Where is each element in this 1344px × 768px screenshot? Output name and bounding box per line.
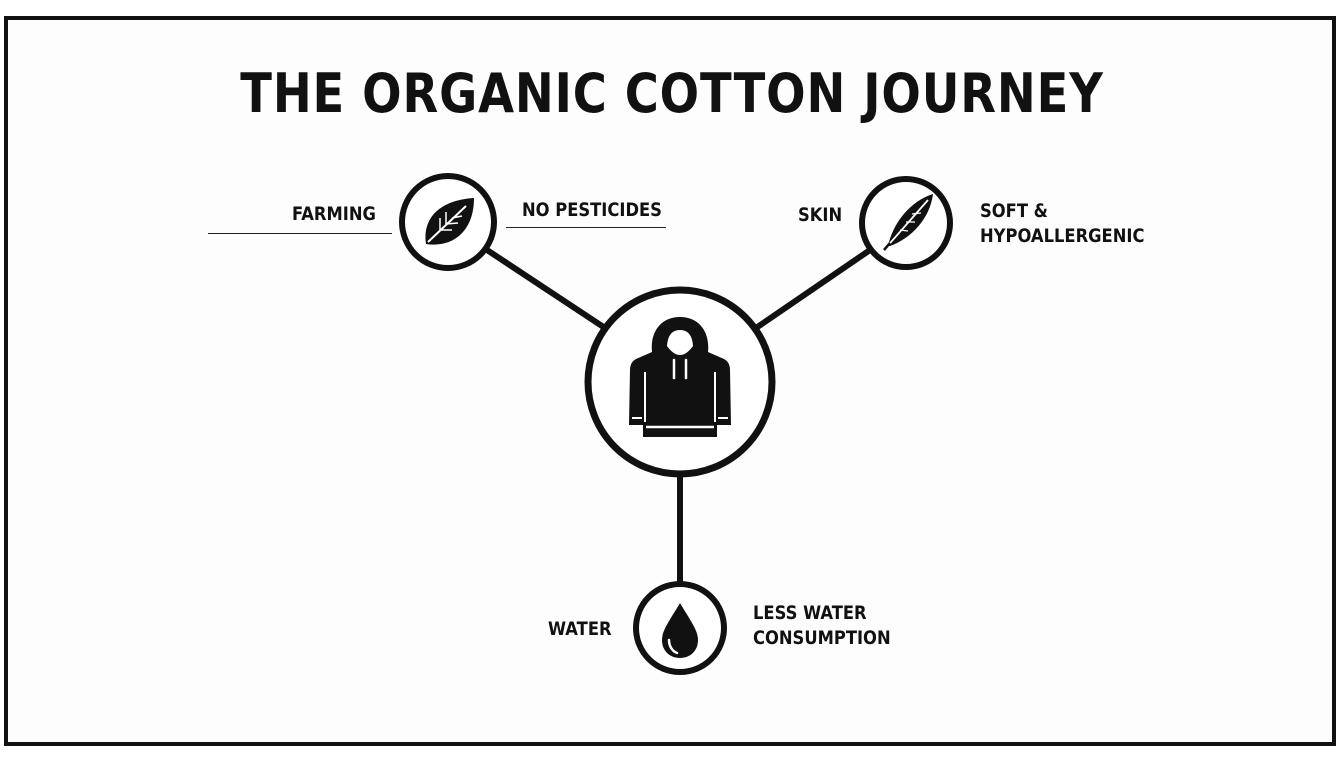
farming-underline bbox=[208, 233, 392, 234]
water-drop-icon bbox=[662, 603, 698, 658]
node-farming bbox=[399, 173, 497, 271]
water-detail-line-2: CONSUMPTION bbox=[753, 627, 891, 649]
connector-farming bbox=[482, 245, 607, 331]
page-title: THE ORGANIC COTTON JOURNEY bbox=[240, 62, 1104, 125]
farming-detail-underline bbox=[506, 227, 666, 228]
hoodie-icon bbox=[629, 317, 731, 437]
skin-label: SKIN bbox=[798, 204, 843, 226]
feather-icon bbox=[883, 194, 933, 251]
skin-detail-line-1: SOFT & bbox=[980, 200, 1048, 222]
node-water bbox=[633, 581, 727, 675]
farming-detail: NO PESTICIDES bbox=[522, 199, 662, 221]
skin-detail-line-2: HYPOALLERGENIC bbox=[980, 225, 1145, 247]
connector-skin bbox=[754, 247, 872, 331]
water-label: WATER bbox=[548, 618, 612, 640]
center-node bbox=[584, 286, 776, 478]
water-detail-line-1: LESS WATER bbox=[753, 602, 867, 624]
leaf-icon bbox=[425, 198, 474, 245]
farming-label: FARMING bbox=[292, 203, 376, 225]
node-skin bbox=[859, 176, 953, 270]
